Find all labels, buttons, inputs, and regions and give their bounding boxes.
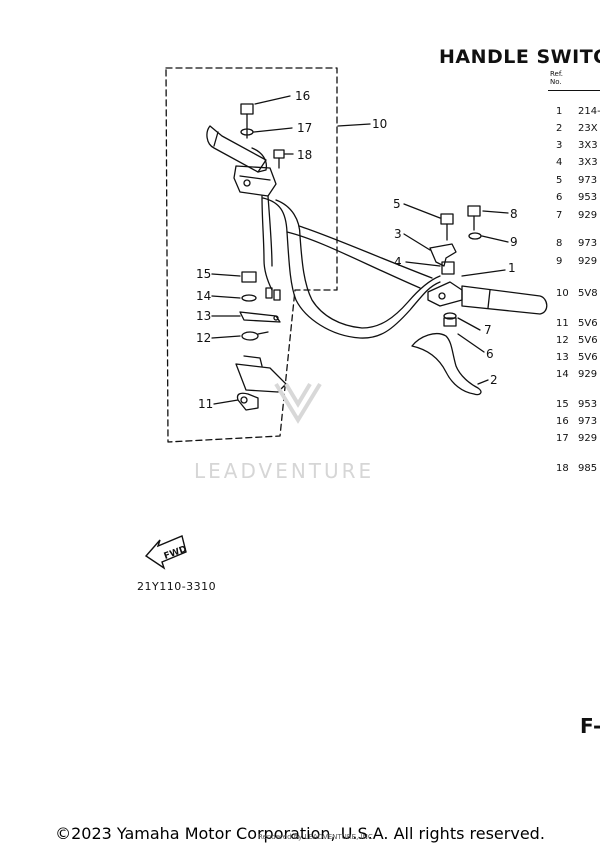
screw-18 xyxy=(273,149,285,159)
spring-12 xyxy=(241,331,259,341)
washer-9 xyxy=(468,232,482,240)
callout-1: 1 xyxy=(508,261,516,275)
figure-code: 21Y110-3310 xyxy=(137,580,217,593)
handlebar-outline xyxy=(262,197,441,339)
callout-15: 15 xyxy=(196,267,211,281)
page-code: F- xyxy=(580,714,600,738)
callout-16: 16 xyxy=(295,89,310,103)
washer-14 xyxy=(241,294,257,302)
washer-17 xyxy=(240,128,254,136)
fwd-arrow-icon: FWD xyxy=(144,535,189,570)
header-rule xyxy=(548,90,600,91)
collar-4 xyxy=(441,261,455,275)
callout-18: 18 xyxy=(297,148,312,162)
callout-13: 13 xyxy=(196,309,211,323)
watermark-text: LEADVENTURE xyxy=(194,459,375,483)
watermark-logo-icon xyxy=(274,382,322,424)
callout-10: 10 xyxy=(372,117,387,131)
clamp-13 xyxy=(239,311,281,323)
callout-11: 11 xyxy=(198,397,213,411)
bracket-3 xyxy=(429,243,457,267)
callout-5: 5 xyxy=(393,197,401,211)
bolt-5 xyxy=(440,213,454,225)
callout-7: 7 xyxy=(484,323,492,337)
callout-12: 12 xyxy=(196,331,211,345)
rendered-by: Rendered by LEADVENTURE, INC. xyxy=(258,833,375,841)
page-title: HANDLE SWITCH xyxy=(439,46,600,68)
callout-8: 8 xyxy=(510,207,518,221)
callout-9: 9 xyxy=(510,235,518,249)
nut-15 xyxy=(241,271,257,283)
callout-4: 4 xyxy=(394,255,402,269)
right-grip xyxy=(461,285,548,315)
assembly-group-box xyxy=(165,67,338,443)
callout-2: 2 xyxy=(490,373,498,387)
callout-14: 14 xyxy=(196,289,211,303)
copyright-notice: ©2023 Yamaha Motor Corporation, U.S.A. A… xyxy=(55,824,545,843)
ref-no-header: Ref. No. xyxy=(550,70,564,86)
fwd-label: FWD xyxy=(163,544,189,561)
nut-7 xyxy=(443,312,457,320)
callout-3: 3 xyxy=(394,227,402,241)
bolt-16 xyxy=(240,103,254,115)
callout-6: 6 xyxy=(486,347,494,361)
switch-body-11 xyxy=(235,363,287,393)
callout-17: 17 xyxy=(297,121,312,135)
bolt-8 xyxy=(467,205,481,217)
lever-2 xyxy=(411,332,482,396)
